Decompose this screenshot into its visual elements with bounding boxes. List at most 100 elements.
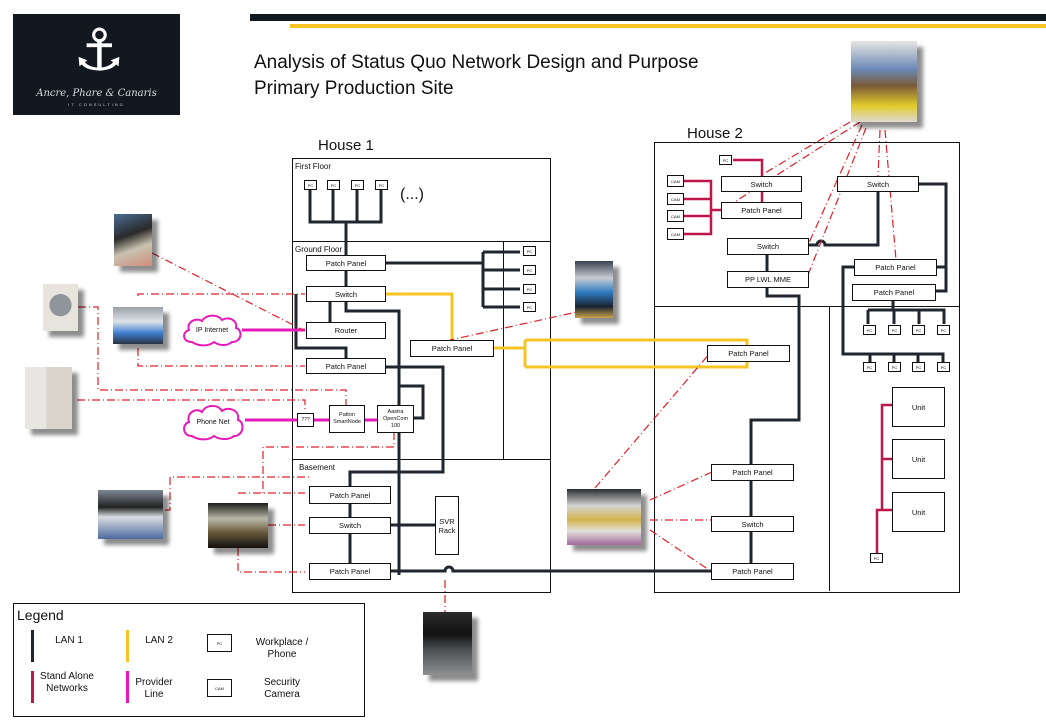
page-title: Analysis of Status Quo Network Design an… [254, 50, 699, 102]
header-bar-yellow [290, 24, 1046, 28]
legend-workplace: Workplace / Phone [255, 637, 309, 660]
standalone-lines [684, 158, 893, 553]
photo-router-shelf[interactable] [98, 490, 163, 539]
patch-panel[interactable]: Patch Panel [721, 202, 802, 219]
photo-link-lines [77, 121, 897, 612]
internet-cloud: IP Internet [195, 326, 229, 334]
legend-standalone: Stand Alone Networks [40, 671, 94, 694]
camera-icon: CAM [667, 210, 684, 222]
photo-wall-device[interactable] [43, 284, 78, 331]
house2-label: House 2 [687, 125, 743, 142]
photo-patch-box[interactable] [208, 503, 268, 548]
lan2-swatch [126, 630, 129, 662]
pc-icon: PC [523, 302, 536, 312]
photo-server-rack[interactable] [423, 612, 472, 675]
aastra-opencom[interactable]: Aastra OpenCom 100 [377, 405, 414, 433]
legend-lan2: LAN 2 [145, 635, 173, 646]
standalone-swatch [31, 671, 34, 703]
switch[interactable]: Switch [309, 517, 391, 534]
pc-icon: PC [937, 362, 950, 372]
patch-panel[interactable]: Patch Panel [852, 284, 936, 301]
camera-icon: CAM [667, 193, 684, 205]
legend-title: Legend [17, 607, 64, 623]
photo-cabling[interactable] [114, 214, 152, 266]
unit[interactable]: Unit [892, 387, 945, 427]
pc-icon: PC [888, 362, 901, 372]
legend: Legend LAN 1 LAN 2 PC Workplace / Phone … [13, 603, 365, 717]
pc-icon: PC [937, 325, 950, 335]
pc-icon: PC [888, 325, 901, 335]
legend-camera: Security Camera [263, 677, 301, 700]
first-floor-label: First Floor [295, 162, 331, 171]
logo-tagline: IT CONSULTING [68, 102, 125, 107]
unit[interactable]: Unit [892, 492, 945, 532]
cloud-icon [183, 314, 242, 347]
pc-icon: PC [327, 180, 340, 190]
photo-wall-cabinet[interactable] [851, 41, 917, 122]
anchor-icon: ⚓ [73, 16, 125, 84]
cloud-icon [183, 404, 244, 441]
pc-icon: PC [207, 634, 232, 652]
lan1-swatch [31, 630, 34, 662]
legend-provider: Provider Line [135, 677, 173, 700]
photo-network-switch[interactable] [575, 261, 613, 318]
provider-lines [242, 328, 377, 422]
more-pcs-indicator: (...) [400, 186, 424, 203]
logo-brand: Ancre, Phare & Canaris [36, 88, 157, 99]
divider [654, 306, 959, 307]
title-line-1: Analysis of Status Quo Network Design an… [254, 52, 699, 73]
patch-panel-lan2[interactable]: Patch Panel [707, 345, 790, 362]
house1-label: House 1 [318, 137, 374, 154]
legend-lan1: LAN 1 [55, 635, 83, 646]
pc-icon: PC [523, 284, 536, 294]
pc-icon: PC [863, 362, 876, 372]
pc-icon: PC [351, 180, 364, 190]
switch[interactable]: Switch [721, 176, 802, 192]
pc-icon: PC [523, 246, 536, 256]
pc-icon: PC [719, 155, 732, 165]
camera-icon: CAM [667, 228, 684, 240]
ground-floor-label: Ground Floor [295, 245, 343, 254]
pc-icon: PC [375, 180, 388, 190]
server-rack[interactable]: SVR Rack [435, 496, 459, 555]
pc-icon: PC [523, 265, 536, 275]
photo-rack-house2[interactable] [567, 489, 641, 545]
divider [503, 241, 504, 459]
lan1-lines [294, 182, 948, 575]
patton-smartnode[interactable]: Patton SmartNode [329, 405, 365, 433]
pc-icon: PC [870, 553, 883, 563]
divider [292, 241, 550, 242]
patch-panel[interactable]: Patch Panel [854, 259, 937, 276]
switch[interactable]: Switch [837, 176, 919, 192]
photo-phone-boxes[interactable] [25, 367, 72, 429]
pc-icon: PC [912, 362, 925, 372]
pc-icon: PC [304, 180, 317, 190]
patch-panel[interactable]: Patch Panel [711, 464, 794, 481]
switch[interactable]: Switch [306, 286, 386, 302]
provider-swatch [126, 671, 129, 703]
switch[interactable]: Switch [727, 238, 809, 255]
patch-panel[interactable]: Patch Panel [309, 486, 391, 504]
patch-panel[interactable]: Patch Panel [306, 358, 386, 374]
photo-switch[interactable] [113, 307, 163, 344]
pc-icon: PC [863, 325, 876, 335]
basement-label: Basement [299, 463, 336, 472]
title-line-2: Primary Production Site [254, 78, 454, 99]
divider [829, 306, 830, 591]
camera-icon: CAM [207, 679, 232, 697]
fiber-patch-panel[interactable]: PP LWL MME [727, 271, 809, 288]
company-logo: ⚓ Ancre, Phare & Canaris IT CONSULTING [13, 14, 180, 115]
pc-icon: PC [912, 325, 925, 335]
patch-panel[interactable]: Patch Panel [711, 563, 794, 580]
unit[interactable]: Unit [892, 439, 945, 479]
switch[interactable]: Switch [711, 516, 794, 532]
patch-panel[interactable]: Patch Panel [306, 255, 386, 271]
patch-panel-lan2[interactable]: Patch Panel [410, 340, 494, 357]
patch-panel[interactable]: Patch Panel [309, 563, 391, 580]
camera-icon: CAM [667, 175, 684, 187]
unknown-device[interactable]: ??? [297, 413, 314, 427]
phone-net-cloud: Phone Net [196, 418, 230, 426]
router[interactable]: Router [306, 322, 386, 339]
divider [292, 459, 550, 460]
